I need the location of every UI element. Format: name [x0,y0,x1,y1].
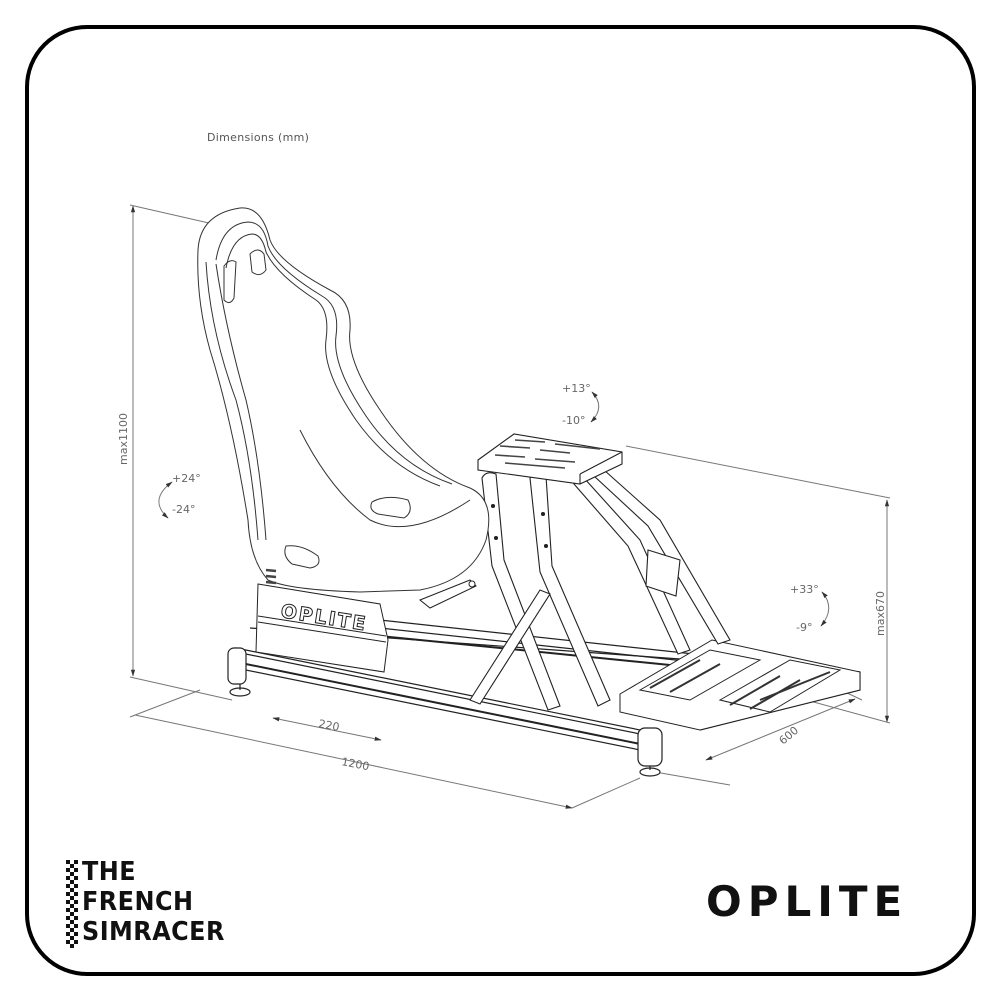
dim-seat-tilt-up: +24° [172,472,201,485]
dim-max-height: max1100 [117,413,130,465]
seat-bracket [255,568,477,673]
dim-wheel-tilt-down: -10° [562,414,585,427]
oplite-logo: OPLITE [706,877,909,926]
dim-wheel-tilt-up: +13° [562,382,591,395]
dim-pedal-height: max670 [874,591,887,636]
base-frame [227,619,861,777]
dim-length: 1200 [340,755,370,773]
dim-pedal-tilt-down: -9° [796,621,812,634]
diagram-title: Dimensions (mm) [207,131,310,144]
rounded-frame-border [25,25,976,976]
dimension-lines [129,204,891,809]
logo-line-french: FRENCH [82,887,194,917]
logo-line-simracer: SIMRACER [82,917,225,947]
checkered-flag-icon [66,860,78,948]
dim-seat-tilt-down: -24° [172,503,195,516]
wheel-deck [469,433,731,711]
bucket-seat [197,207,490,593]
dim-width: 600 [777,724,801,747]
dim-seat-slide: 220 [317,717,340,734]
logo-line-the: THE [82,857,137,887]
pedal-plate [619,639,861,731]
dim-pedal-tilt-up: +33° [790,583,819,596]
